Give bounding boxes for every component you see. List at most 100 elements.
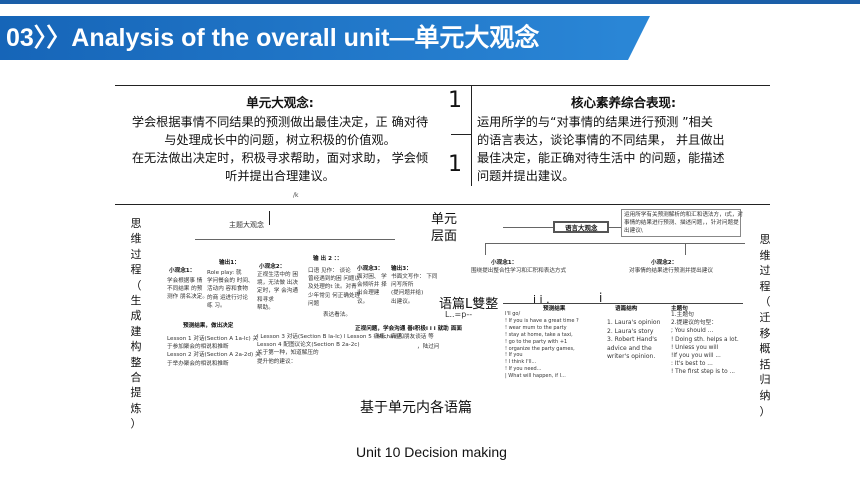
side-char: 概 bbox=[759, 342, 771, 356]
text-line: 出建议\ bbox=[624, 228, 643, 235]
unit-concept-heading: 单元大观念: bbox=[246, 95, 314, 110]
text-line: : It's best to ... bbox=[671, 361, 713, 368]
connector-line bbox=[503, 227, 553, 228]
text-integration-label: 语篇L雙整 bbox=[439, 297, 499, 312]
roman-two-mark: i i . bbox=[533, 293, 550, 306]
side-char: 思 bbox=[759, 233, 771, 246]
concept-table: 单元大观念: 学会根据事情不同结果的预测做出最佳决定，正 确对待 与处理成长中的… bbox=[115, 85, 770, 205]
text-line: 学会根据事 情 bbox=[167, 278, 203, 284]
connector-line bbox=[485, 243, 745, 244]
express-label: 表达看法。 bbox=[323, 312, 351, 318]
language-note-box: 运用所学有关预测解析的和汇和语法方，i式，对 事情的结果进行预测、描述问题，，针… bbox=[621, 209, 743, 237]
text-line: | What will happen, if I... bbox=[505, 373, 566, 380]
side-char: （ bbox=[759, 295, 771, 309]
core-competency-line: 运用所学的与“对事情的结果进行预测 ”相关 bbox=[477, 115, 713, 129]
language-note-body: 运用所学有关预测解析的和汇和语法方，i式，对 事情的结果进行预测、描述问题，，针… bbox=[624, 211, 743, 236]
side-char: 构 bbox=[130, 340, 142, 354]
text-line: 少年常见 何正确处理 bbox=[308, 292, 361, 299]
right-small-1-title: 小观念1： bbox=[491, 260, 518, 266]
right-small-2-title: 小观念2： bbox=[651, 260, 678, 266]
core-competency-heading: 核心素养综合表现: bbox=[571, 95, 676, 110]
col-predict-head: 预测结果 bbox=[543, 306, 566, 312]
text-line: I'll go/ bbox=[505, 311, 521, 317]
side-char: 提 bbox=[130, 386, 142, 400]
text-line: 于参加聚会的相说和推断 bbox=[167, 344, 229, 351]
small-concept-2-body: 正视生活中的 困 境，无法做 出决 定时，学 会沟通 和寻求 帮助。 bbox=[257, 271, 298, 312]
text-line: 面对困、 学 bbox=[357, 274, 387, 280]
connector-line bbox=[609, 227, 621, 228]
title-bar-tail bbox=[628, 16, 650, 60]
text-line: 运用所学有关预测解析的和汇和语法方，i式，对 bbox=[624, 212, 744, 218]
output-3-body: 书面文写作： 下同 问写所所 (提问题并给) 出建议。 bbox=[391, 273, 438, 306]
slide-title: 03〉〉Analysis of the overall unit—单元大观念 bbox=[0, 16, 628, 60]
text-line: ! stay at home, take a taxi, bbox=[505, 331, 573, 338]
text-line: 口语 见作： 谈论 bbox=[308, 268, 351, 274]
side-label-left: 思 维 过 程 （ 生 成 建 构 整 合 提 炼 ） bbox=[128, 216, 144, 432]
text-line: 出建议。 bbox=[391, 298, 414, 305]
small-concept-1-body: 学会根据事 情 不同结果 的预 测作 朋名决定。 bbox=[167, 277, 208, 302]
side-char: 合 bbox=[130, 371, 142, 385]
core-competency-cell: 核心素养综合表现: 运用所学的与“对事情的结果进行预测 ”相关 的语言表达，谈论… bbox=[477, 94, 770, 185]
small-concept-3-body: 面对困、 学 会倾听并 择 出合理建 议。 bbox=[357, 273, 387, 306]
text-line: 学问餐会的 时间、 bbox=[207, 278, 254, 285]
text-line: Lesson 4 配图议论文(Section B 2a-2c) bbox=[257, 342, 360, 349]
text-line: 关于第一种，知道解压的 bbox=[257, 350, 319, 357]
table-rule bbox=[503, 303, 743, 304]
core-competency-line: 问题并提出建议。 bbox=[477, 169, 575, 183]
small-concept-2-title: 小观念2： bbox=[259, 264, 286, 270]
text-line: 书面文写作： 下同 bbox=[391, 274, 438, 280]
text-line: Lesson 2 对话(Section A 2a-2d) 关 bbox=[167, 352, 261, 359]
text-line: 3. Robert Hand's bbox=[607, 336, 658, 344]
text-line: 和寻求 bbox=[257, 296, 274, 303]
side-char: 括 bbox=[759, 357, 771, 371]
text-line: ! wear mum to the party bbox=[505, 324, 567, 331]
text-line: 帮助。 bbox=[257, 304, 274, 311]
side-char: ） bbox=[130, 417, 142, 431]
theme-tick bbox=[269, 211, 270, 225]
caption-texts: 基于单元内各语篇 bbox=[360, 400, 472, 416]
text-line: ! organize the party games, bbox=[505, 345, 575, 352]
section-head-predict: 预测结果，做出决定 bbox=[183, 323, 234, 329]
side-char: 建 bbox=[130, 324, 142, 338]
lesson-right-tail: ，陆过问 bbox=[417, 344, 440, 350]
text-line: 问题 bbox=[308, 300, 320, 307]
col-topic-body: 1.主题句 2.提建议的句型： ; You should ... ! Doing… bbox=[671, 311, 739, 377]
side-char: 移 bbox=[759, 326, 771, 340]
text-line: 活动内 容和食物 bbox=[207, 286, 248, 293]
text-line: 议。 bbox=[357, 298, 369, 305]
text-line: ! Unless you will bbox=[671, 344, 719, 351]
text-line: ! Doing sth. helps a lot. bbox=[671, 336, 739, 343]
output-2-title: 输 出 2 ：： bbox=[313, 256, 343, 262]
table-divider bbox=[471, 86, 472, 186]
side-char: 迁 bbox=[759, 310, 771, 324]
side-char: 过 bbox=[130, 247, 142, 261]
text-line: Lesson 1 对话(Section A 1a-lc) 关 bbox=[167, 336, 259, 342]
unit-level-bottom: 层面 bbox=[431, 229, 458, 244]
text-line: ! If you is have a great time ? bbox=[505, 317, 579, 324]
side-char: 纳 bbox=[759, 388, 771, 402]
side-char: 维 bbox=[759, 248, 771, 262]
side-char: 程 bbox=[130, 263, 142, 277]
text-line: 正视生活中的 困 bbox=[257, 272, 298, 278]
lesson-mid-tail: Michael和朋友谈话 等 bbox=[377, 334, 434, 340]
text-line: 会倾听并 择 bbox=[357, 282, 387, 289]
text-line: ! I think I'll... bbox=[505, 359, 537, 366]
lesson-list-mid: l Lesson 3 对话(Section B la-lc) l Lesson … bbox=[257, 333, 407, 366]
side-char: （ bbox=[130, 278, 142, 292]
mark-number-bottom: 1 bbox=[448, 152, 462, 177]
core-competency-line: 最佳决定，能正确对待生活中 的问题，能描述 bbox=[477, 151, 725, 165]
side-char: 炼 bbox=[130, 401, 142, 415]
right-small-1-text: 围绕提出整合性学习和汇积和表达方式 bbox=[471, 268, 567, 274]
text-line: l Lesson 3 对话(Section B la-lc) l Lesson … bbox=[257, 334, 408, 340]
connector-line bbox=[485, 243, 486, 255]
text-line: 出合理建 bbox=[357, 290, 380, 297]
text-line: 及处理的t 法。对青 bbox=[308, 284, 357, 291]
text-line: 提升他的建议： bbox=[257, 358, 297, 365]
text-line: 问写所所 bbox=[391, 282, 414, 289]
unit-concept-line: 听并提出合理建议。 bbox=[225, 169, 335, 183]
lesson-list-left: Lesson 1 对话(Section A 1a-lc) 关 于参加聚会的相说和… bbox=[167, 335, 261, 368]
text-line: ; You should ... bbox=[671, 328, 714, 335]
unit-level-top: 单元 bbox=[431, 212, 458, 227]
text-line: 测作 朋名决定。 bbox=[167, 294, 208, 301]
text-line: 定时，学 会沟通 bbox=[257, 288, 298, 295]
